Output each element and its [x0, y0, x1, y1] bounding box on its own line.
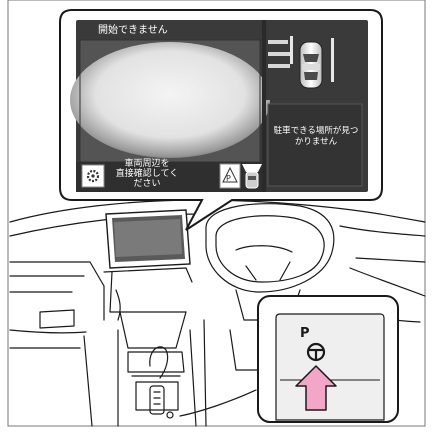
- steering-wheel-icon: [306, 342, 326, 362]
- parking-p-icon[interactable]: P: [219, 163, 241, 189]
- car-icon: [299, 41, 323, 89]
- guide-message-line1: 車両周辺を: [124, 159, 170, 169]
- gear-icon[interactable]: [81, 164, 105, 188]
- svg-text:P: P: [226, 174, 231, 183]
- multimedia-screen: [70, 20, 368, 192]
- guide-message-line2: 直接確認してください: [115, 168, 179, 189]
- status-message: 駐車できる場所が見つかりません: [273, 126, 359, 147]
- sensor-car-icon[interactable]: [242, 164, 262, 189]
- sensor-wave-icon: [268, 36, 334, 82]
- up-arrow-icon: [295, 365, 337, 411]
- screen-title: 開始できません: [98, 25, 168, 36]
- guide-message: 車両周辺を 直接確認してください: [112, 159, 182, 190]
- switch-label: P: [300, 326, 310, 341]
- parking-switch-inset: [257, 295, 399, 423]
- center-display: [105, 209, 191, 269]
